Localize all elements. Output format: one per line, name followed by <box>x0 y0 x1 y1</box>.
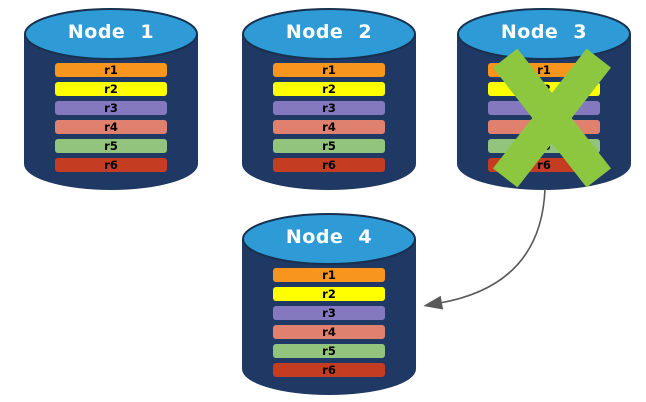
row-r1: r1 <box>273 63 385 77</box>
row-stack: r1 r2 r3 r4 r5 r6 <box>273 268 385 382</box>
row-r4: r4 <box>273 120 385 134</box>
row-r1: r1 <box>273 268 385 282</box>
row-r3: r3 <box>273 306 385 320</box>
row-r5: r5 <box>273 344 385 358</box>
row-r2: r2 <box>273 82 385 96</box>
row-stack: r1 r2 r3 r4 r5 r6 <box>273 63 385 177</box>
row-r2: r2 <box>55 82 167 96</box>
node-1: Node 1 r1 r2 r3 r4 r5 r6 <box>22 6 200 192</box>
row-r3: r3 <box>55 101 167 115</box>
node-title: Node 2 <box>285 21 373 43</box>
row-r6: r6 <box>273 363 385 377</box>
row-stack: r1 r2 r3 r4 r5 r6 <box>55 63 167 177</box>
row-r4: r4 <box>273 325 385 339</box>
failure-x-icon <box>492 48 611 188</box>
node-title: Node 3 <box>500 21 588 43</box>
node-title: Node 4 <box>285 226 373 248</box>
row-r3: r3 <box>273 101 385 115</box>
row-r6: r6 <box>273 158 385 172</box>
row-r5: r5 <box>273 139 385 153</box>
node-title: Node 1 <box>67 21 155 43</box>
row-r4: r4 <box>55 120 167 134</box>
row-r1: r1 <box>55 63 167 77</box>
node-4: Node 4 r1 r2 r3 r4 r5 r6 <box>240 211 418 397</box>
row-r6: r6 <box>55 158 167 172</box>
row-r2: r2 <box>273 287 385 301</box>
row-r5: r5 <box>55 139 167 153</box>
node-2: Node 2 r1 r2 r3 r4 r5 r6 <box>240 6 418 192</box>
node-3: Node 3 r1 r2 r3 r4 r5 r6 <box>455 6 633 192</box>
